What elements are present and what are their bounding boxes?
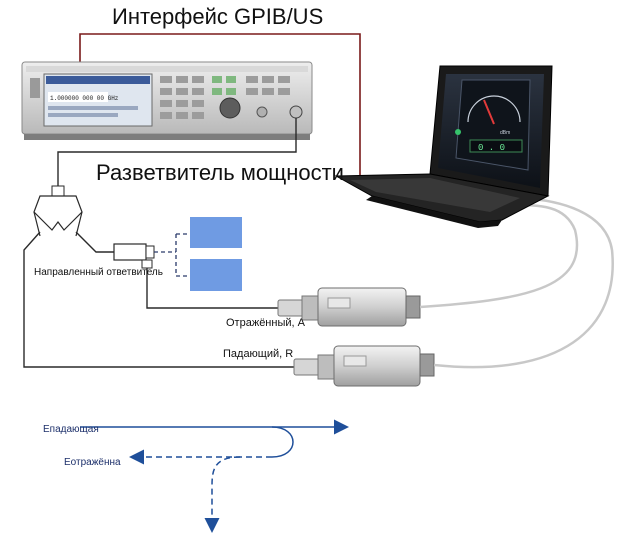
label-reflected-sensor: Отражённый, A	[226, 317, 305, 329]
gpib-cable	[79, 33, 361, 180]
laptop-meter-value: 0 . 0	[478, 143, 505, 153]
title-gpib-interface: Интерфейс GPIB/US	[112, 4, 324, 29]
label-e-reflected: Eотражённа	[64, 457, 121, 468]
directional-coupler	[113, 243, 155, 269]
signal-generator	[21, 61, 313, 140]
dut-box-lower	[190, 259, 242, 291]
laptop	[334, 65, 553, 228]
dut-connection-dashed	[154, 233, 188, 277]
sensor-cable-r	[433, 196, 614, 369]
sensor-cable-a	[419, 203, 579, 309]
power-splitter	[33, 185, 83, 237]
power-sensor-reflected	[277, 287, 421, 327]
generator-output-cable	[57, 118, 297, 188]
transmitted-wave-arrow	[204, 456, 241, 533]
label-incident-sensor: Падающий, R	[223, 348, 294, 360]
reflected-path-cable	[146, 268, 280, 309]
dut-box-upper	[190, 217, 242, 248]
label-directional-coupler: Направленный ответвитель	[34, 267, 163, 278]
laptop-meter-unit: dBm	[500, 130, 510, 136]
title-power-splitter: Разветвитель мощности	[96, 160, 344, 185]
incident-path-cable	[23, 231, 300, 368]
coupler-input-cable	[75, 231, 114, 253]
generator-display-text: 1.000000 000 00 GHz	[50, 95, 119, 102]
label-e-incident: Eпадающая	[43, 424, 99, 435]
power-sensor-incident	[293, 345, 435, 387]
wave-turnaround	[271, 426, 294, 458]
